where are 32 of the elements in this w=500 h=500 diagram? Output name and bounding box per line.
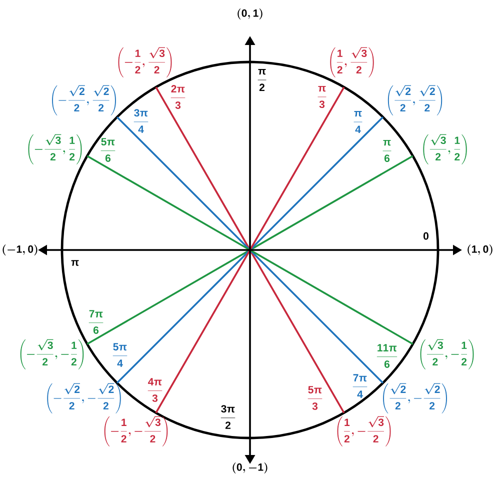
angle-label: $\frac{3\pi}{2}$ (220, 405, 236, 429)
coordinate-label: $\left(\frac{\sqrt{3}}{2},\frac{1}{2}\right)$ (423, 134, 467, 164)
coordinate-label: $\left(-\frac{1}{2},\frac{\sqrt{3}}{2}\right)$ (118, 47, 172, 78)
coordinate-label: $(-1,0)$ (2, 244, 38, 256)
angle-label: $\frac{4\pi}{3}$ (148, 378, 162, 402)
coordinate-label: $\left(-\frac{1}{2},-\frac{\sqrt{3}}{2}\right)$ (104, 416, 168, 446)
angle-label: $0$ (424, 232, 428, 240)
coordinate-label: $(0,1)$ (238, 8, 262, 20)
angle-label: $\frac{\pi}{2}$ (258, 69, 266, 91)
coordinate-label: $(1,0)$ (468, 244, 492, 256)
angle-label: $\frac{\pi}{3}$ (318, 86, 326, 108)
coordinate-label: $\left(-\frac{\sqrt{3}}{2},-\frac{1}{2}\right)$ (20, 339, 84, 370)
coordinate-label: $\left(\frac{\sqrt{2}}{2},\frac{\sqrt{2}}{2}\right)$ (388, 85, 442, 116)
angle-label: $\frac{2\pi}{3}$ (170, 85, 186, 109)
angle-label: $\frac{\pi}{6}$ (382, 140, 392, 162)
angle-label: $\pi$ (71, 260, 79, 266)
coordinate-label: $(0,-1)$ (232, 462, 268, 474)
angle-label: $\frac{5\pi}{6}$ (100, 138, 116, 162)
coordinate-label: $\left(\frac{\sqrt{2}}{2},-\frac{\sqrt{2}}{2}\right)$ (383, 383, 447, 414)
coordinate-label: $\left(\frac{\sqrt{3}}{2},-\frac{1}{2}\right)$ (420, 339, 474, 370)
angle-label: $\frac{7\pi}{6}$ (88, 310, 104, 334)
coordinate-label: $\left(-\frac{\sqrt{2}}{2},\frac{\sqrt{2}}{2}\right)$ (52, 85, 116, 116)
coordinate-label: $\left(-\frac{\sqrt{3}}{2},\frac{1}{2}\right)$ (28, 134, 82, 164)
angle-label: $\frac{11\pi}{6}$ (376, 344, 398, 368)
angle-label: $\frac{5\pi}{4}$ (112, 343, 128, 367)
angle-label: $\frac{\pi}{4}$ (354, 111, 362, 133)
coordinate-label: $\left(\frac{1}{2},\frac{\sqrt{3}}{2}\right)$ (330, 47, 374, 78)
angle-label: $\frac{3\pi}{4}$ (134, 109, 148, 133)
coordinate-label: $\left(\frac{1}{2},-\frac{\sqrt{3}}{2}\right)$ (337, 416, 391, 446)
angle-label: $\frac{5\pi}{3}$ (308, 386, 322, 410)
angle-label: $\frac{7\pi}{4}$ (352, 374, 368, 398)
coordinate-label: $\left(-\frac{\sqrt{2}}{2},-\frac{\sqrt{2}}{2}\right)$ (47, 383, 121, 414)
